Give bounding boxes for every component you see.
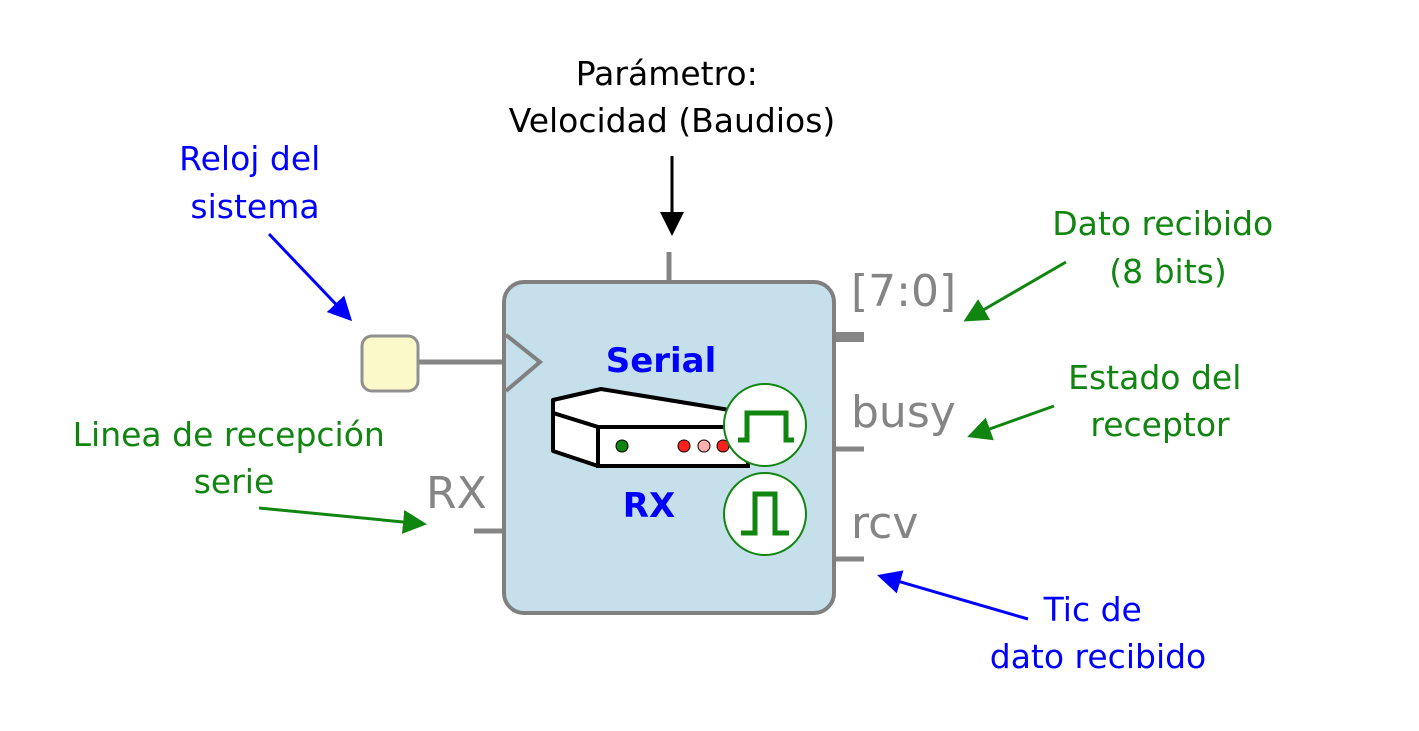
rcv-port-label: rcv <box>851 498 918 549</box>
data-received-annotation: Dato recibido (8 bits) <box>1052 204 1283 291</box>
pulse-level-icon <box>723 383 807 467</box>
parameter-annotation: Parámetro: Velocidad (Baudios) <box>509 54 836 140</box>
rx-line-arrow <box>258 506 427 534</box>
pulse-tick-icon <box>723 472 807 556</box>
data-tick-arrow <box>877 570 1029 621</box>
busy-port-label: busy <box>851 387 956 438</box>
modem-device-icon <box>551 387 750 468</box>
clock-source[interactable] <box>360 334 420 393</box>
receiver-state-annotation: Estado del receptor <box>1068 358 1252 444</box>
block-title: Serial <box>606 341 717 381</box>
data-received-arrow <box>963 260 1067 322</box>
clock-input-triangle <box>504 333 544 393</box>
rx-line-annotation: Linea de recepción serie <box>73 415 396 501</box>
data-out-port-label: [7:0] <box>851 266 956 317</box>
clock-arrow <box>267 232 353 322</box>
block-subtitle: RX <box>623 486 675 526</box>
receiver-state-arrow <box>967 404 1055 441</box>
data-tick-annotation: Tic de dato recibido <box>990 590 1207 676</box>
clock-annotation: Reloj del sistema <box>179 139 331 226</box>
rx-port-label: RX <box>426 468 487 519</box>
